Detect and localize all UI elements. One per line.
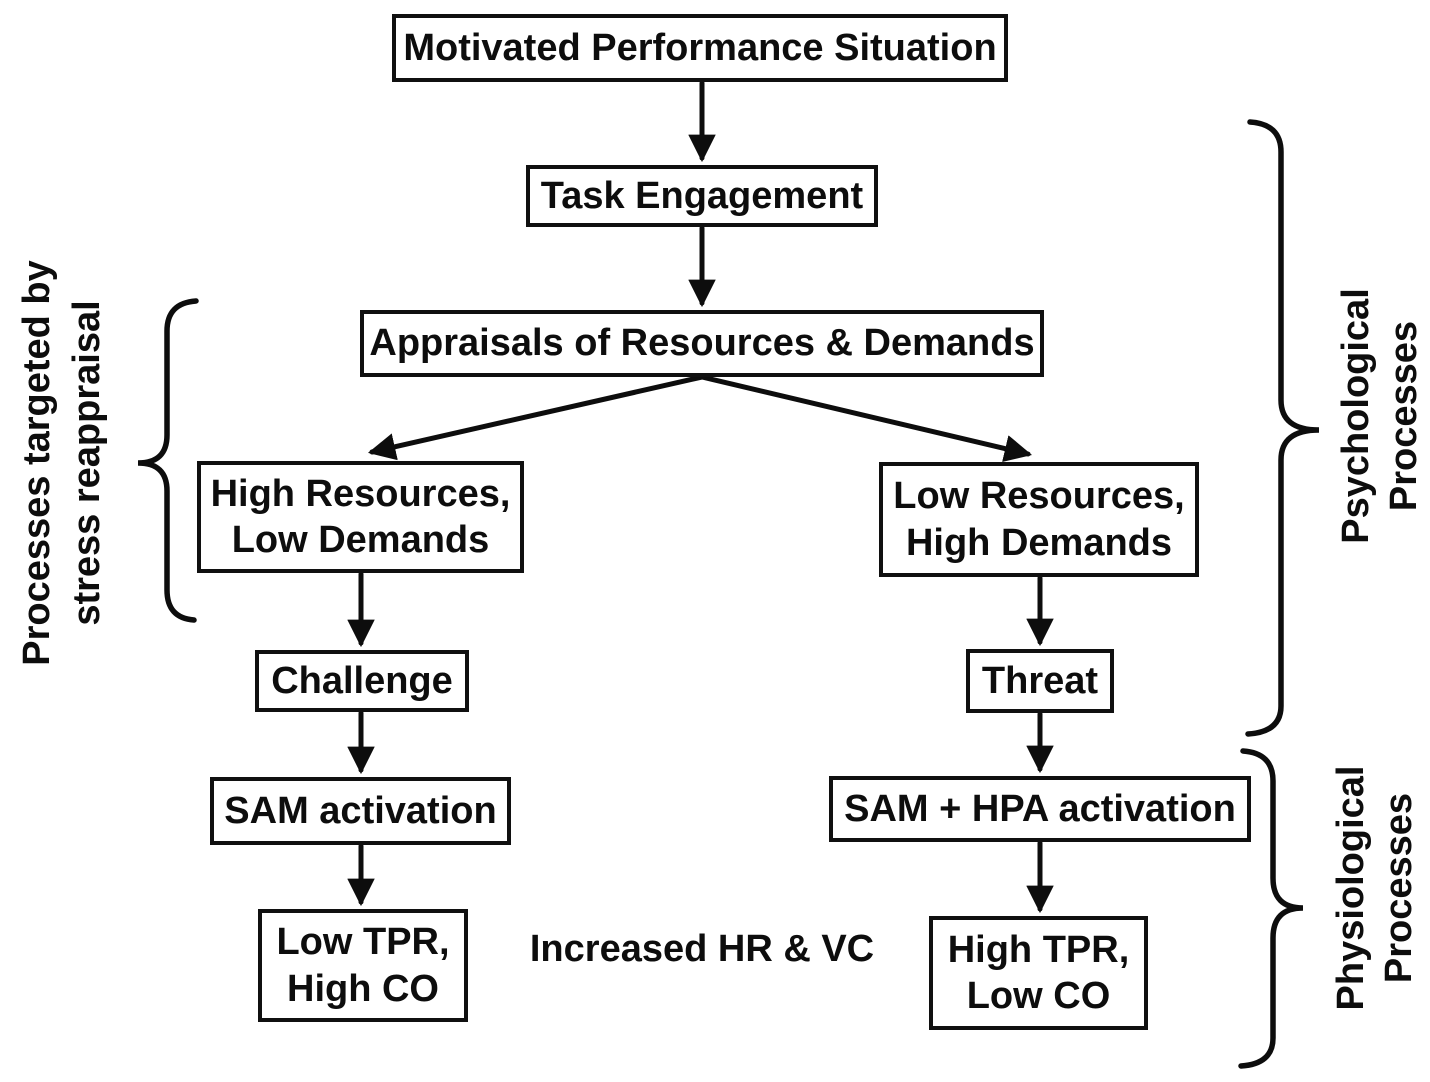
label-increased-hr-vc: Increased HR & VC bbox=[529, 927, 875, 970]
node-sam-activation: SAM activation bbox=[210, 777, 511, 845]
arrow-appraisals-to-lowres bbox=[699, 374, 1033, 463]
node-high-tpr-low-co: High TPR, Low CO bbox=[929, 916, 1148, 1030]
node-threat: Threat bbox=[966, 649, 1114, 713]
node-low-tpr-high-co: Low TPR, High CO bbox=[258, 909, 468, 1022]
curly-brace-physiological bbox=[1238, 748, 1304, 1069]
node-task-engagement: Task Engagement bbox=[526, 165, 878, 227]
node-challenge: Challenge bbox=[255, 650, 469, 712]
node-low-resources-high-demands: Low Resources, High Demands bbox=[879, 462, 1199, 577]
node-appraisals-resources-demands: Appraisals of Resources & Demands bbox=[360, 310, 1044, 377]
curly-brace-psychological bbox=[1245, 119, 1320, 737]
label-psychological-processes: Psychological Processes bbox=[1335, 288, 1425, 544]
label-physiological-processes: Physiological Processes bbox=[1330, 765, 1420, 1011]
node-sam-hpa-activation: SAM + HPA activation bbox=[829, 776, 1251, 842]
label-processes-targeted-by-stress-reappraisal: Processes targeted by stress reappraisal bbox=[16, 260, 108, 666]
arrow-appraisals-to-highres bbox=[367, 374, 705, 461]
node-high-resources-low-demands: High Resources, Low Demands bbox=[197, 461, 524, 573]
curly-brace-reappraisal bbox=[137, 298, 199, 623]
node-motivated-performance-situation: Motivated Performance Situation bbox=[392, 14, 1008, 82]
